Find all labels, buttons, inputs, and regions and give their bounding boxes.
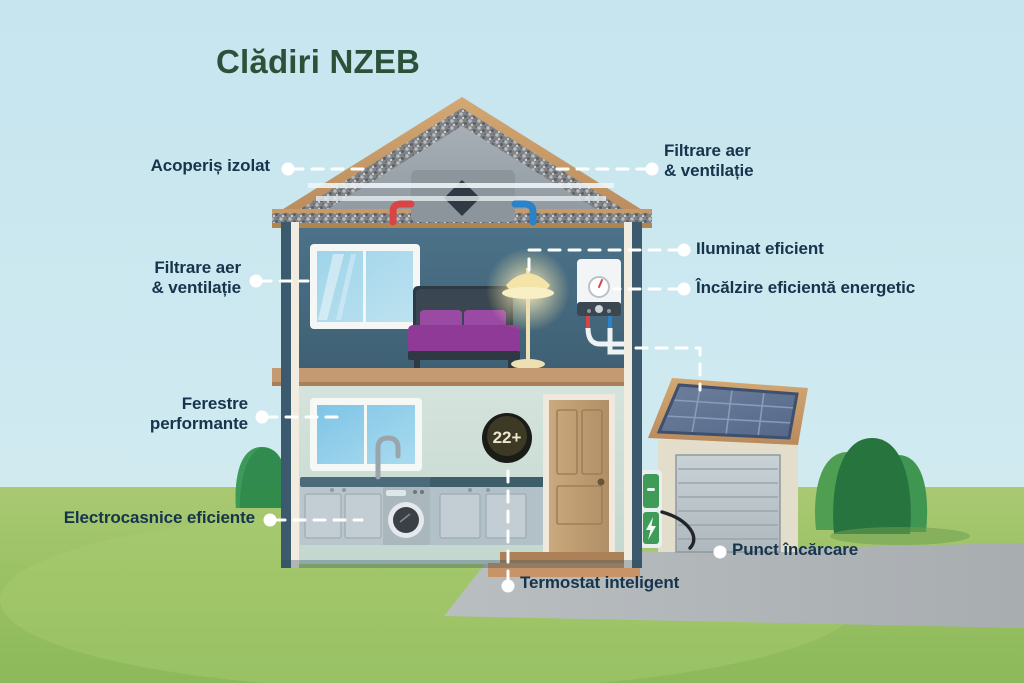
label-iluminat-eficient: Iluminat eficient: [696, 239, 824, 258]
label-acoperis-izolat: Acoperiș izolat: [150, 156, 271, 175]
label-ferestre-performante: Ferestre performante: [149, 394, 248, 434]
page-title: Clădiri NZEB: [216, 43, 421, 80]
leader-boiler-duct: [634, 346, 702, 392]
dot-filtrare-dreapta: [645, 162, 659, 176]
dot-termostat: [501, 579, 515, 593]
tree-left: [235, 447, 289, 508]
cold-pipe-blue: [511, 200, 537, 226]
solar-panel-cells: [665, 387, 796, 438]
dot-punct-incarcare: [713, 545, 727, 559]
charging-cable: [660, 510, 696, 550]
lamp-pole: [526, 268, 530, 364]
dot-acoperis-izolat: [281, 162, 295, 176]
upper-floor-interior: [310, 244, 636, 369]
bed-mattress: [408, 325, 520, 353]
dot-incalzire: [677, 282, 691, 296]
trees-right: [815, 438, 970, 545]
attic-hvac: [308, 170, 614, 226]
duct-line-1: [308, 183, 614, 188]
house-base-shadow: [281, 560, 642, 568]
floor-slab: [272, 368, 642, 385]
lamp-base: [511, 359, 545, 369]
dot-electrocasnice: [263, 513, 277, 527]
label-punct-incarcare: Punct încărcare: [732, 540, 859, 559]
boiler-pipe-hot: [586, 316, 590, 328]
cabinet-doors: [304, 493, 527, 539]
garage-door: [676, 455, 780, 552]
label-incalzire-eficienta: Încălzire eficientă energetic: [696, 278, 916, 297]
smart-thermostat: 22+: [482, 413, 532, 463]
label-filtrare-aer-stanga: Filtrare aer & ventilație: [151, 258, 242, 298]
label-electrocasnice-eficiente: Electrocasnice eficiente: [63, 508, 255, 527]
bed-base: [408, 351, 520, 360]
lightning-bolt-icon: [646, 517, 656, 540]
ev-charging-station: [640, 470, 696, 550]
dot-filtrare-stanga: [249, 274, 263, 288]
label-termostat-inteligent: Termostat inteligent: [520, 573, 680, 592]
label-filtrare-aer-dreapta: Filtrare aer & ventilație: [664, 141, 754, 181]
left-insulation-strip: [291, 222, 299, 568]
dot-ferestre: [255, 410, 269, 424]
duct-line-2: [316, 196, 606, 201]
leader-lines: [258, 167, 702, 584]
sink-faucet: [375, 435, 401, 480]
dot-iluminat: [677, 243, 691, 257]
thermostat-value: 22+: [493, 428, 522, 447]
front-door: [549, 400, 609, 552]
kitchen-counter-top-2: [430, 477, 560, 487]
right-insulation-strip: [624, 222, 632, 568]
hot-pipe-red: [389, 200, 415, 226]
leader-dots: [249, 162, 727, 593]
pillow-left: [420, 310, 462, 328]
leader-iluminat: [527, 248, 682, 272]
entry-step-lower: [488, 563, 640, 577]
garage: [648, 378, 808, 553]
door-knob: [597, 478, 605, 486]
boiler-heater: [577, 259, 636, 355]
boiler-pipe-cold: [608, 316, 612, 328]
washing-machine: [383, 487, 430, 545]
door-panels: [556, 409, 603, 525]
floor-lamp: [486, 248, 570, 369]
